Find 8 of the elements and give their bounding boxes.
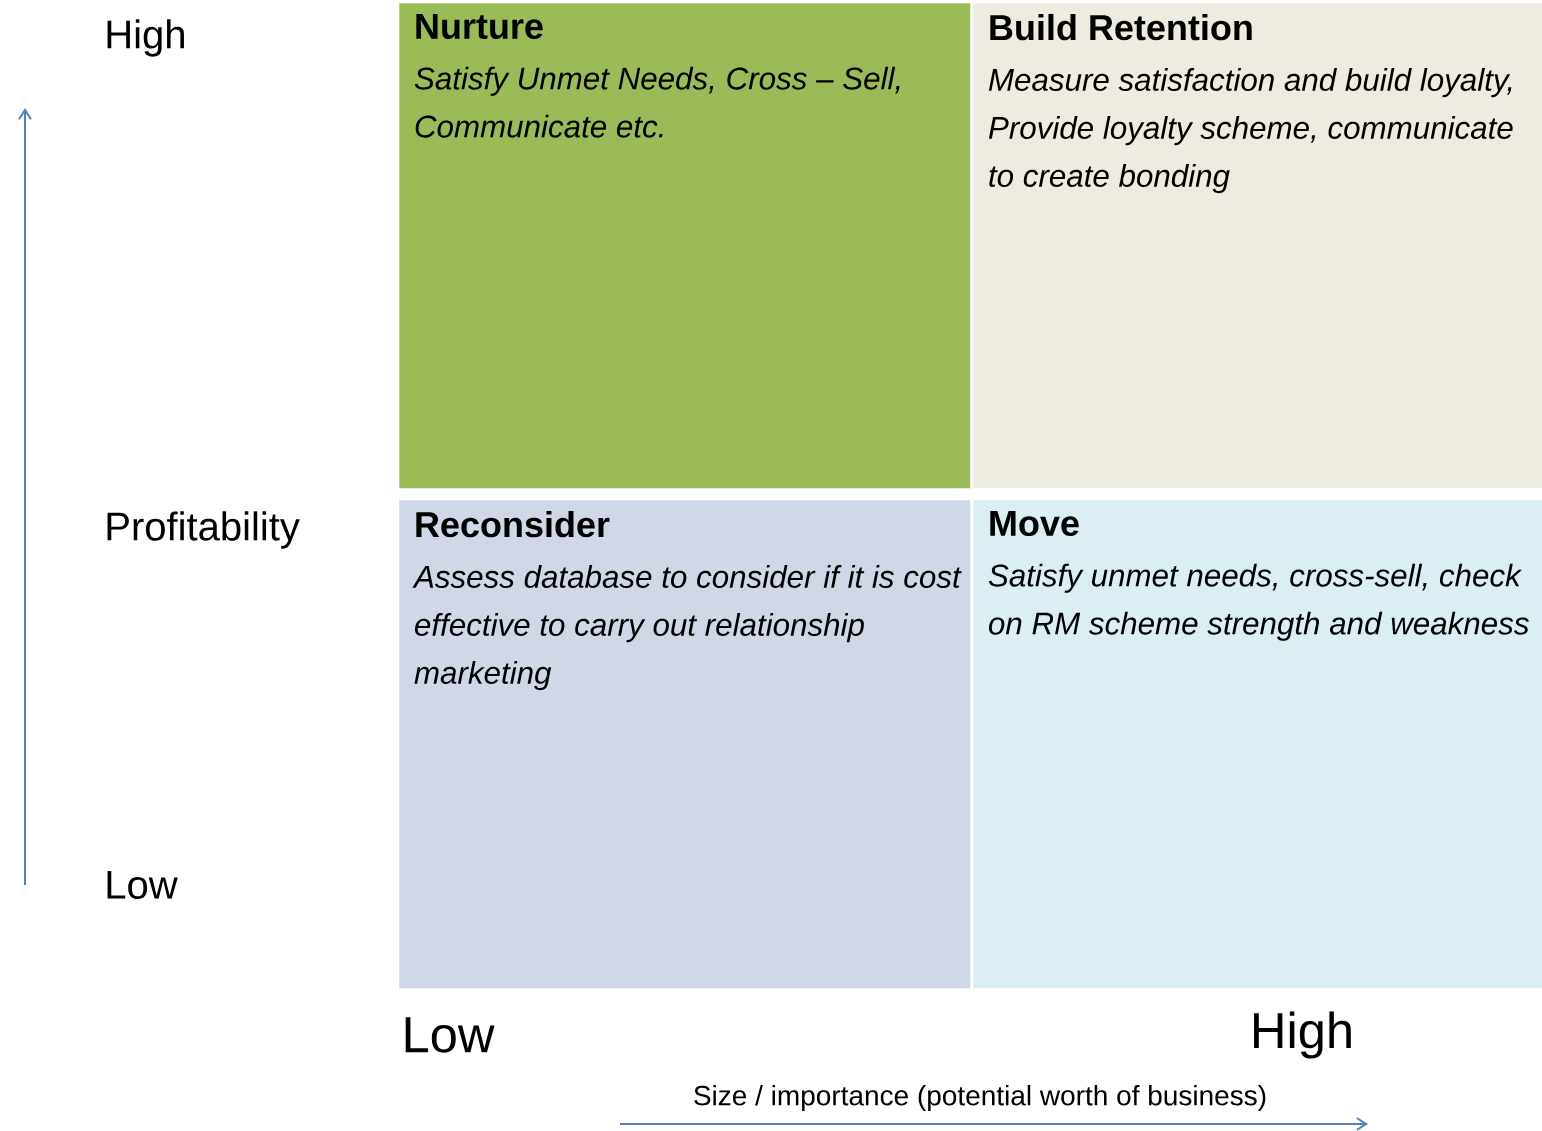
quadrant-box: Build Retention Measure satisfaction and build loyalty, Provide loyalty scheme, communicate to create bonding [973, 3, 1542, 489]
axis-title: Profitability [107, 511, 300, 549]
axis-title: Size / importance (potential worth of business) [694, 1084, 1266, 1112]
label-text: High [107, 19, 184, 57]
quadrant-box: Move Satisfy unmet needs, cross-sell, check on RM scheme strength and weakness [973, 500, 1542, 989]
quadrant-box: Reconsider Assess database to consider if it is cost effective to carry out relationship marketing [399, 500, 971, 989]
quadrant-box: Nurture Satisfy Unmet Needs, Cross – Sell, Communicate etc. [399, 3, 971, 489]
label-text: Low [107, 871, 178, 899]
